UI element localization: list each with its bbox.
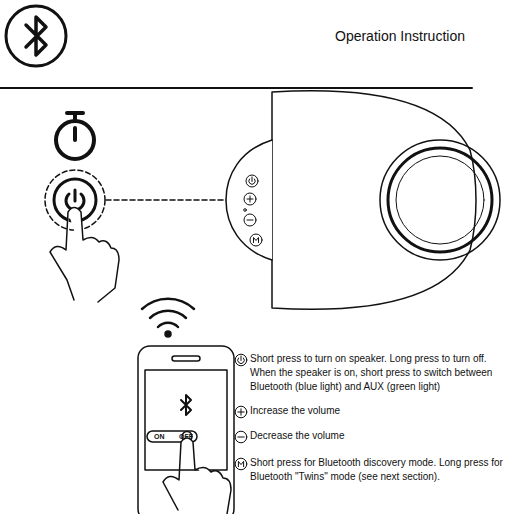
- instruction-text: Increase the volume: [250, 404, 340, 418]
- toggle-label: ON: [153, 433, 166, 440]
- page-title: Operation Instruction: [335, 28, 465, 44]
- plus-icon: [234, 405, 248, 419]
- instruction-row: Short press for Bluetooth discovery mode…: [234, 456, 506, 484]
- instruction-row: Short press to turn on speaker. Long pre…: [234, 352, 506, 394]
- stopwatch-icon: [56, 113, 94, 159]
- instruction-row: Decrease the volume: [234, 429, 506, 444]
- power-icon: [234, 353, 248, 367]
- wireless-waves: [142, 299, 194, 337]
- phone: [138, 346, 234, 514]
- power-press-icon: [45, 170, 119, 302]
- instruction-text: Short press to turn on speaker. Long pre…: [250, 352, 506, 394]
- instruction-text: Decrease the volume: [250, 429, 345, 443]
- header-rule: [0, 87, 472, 89]
- speaker: [226, 91, 500, 310]
- mode-icon: [234, 457, 248, 471]
- bluetooth-rune: [26, 17, 46, 55]
- instruction-row: Increase the volume: [234, 404, 506, 419]
- bluetooth-badge: [6, 6, 66, 66]
- minus-icon: [234, 430, 248, 444]
- toggle-label: OFF: [178, 433, 194, 440]
- leader-line: [106, 199, 240, 201]
- instruction-text: Short press for Bluetooth discovery mode…: [250, 456, 506, 484]
